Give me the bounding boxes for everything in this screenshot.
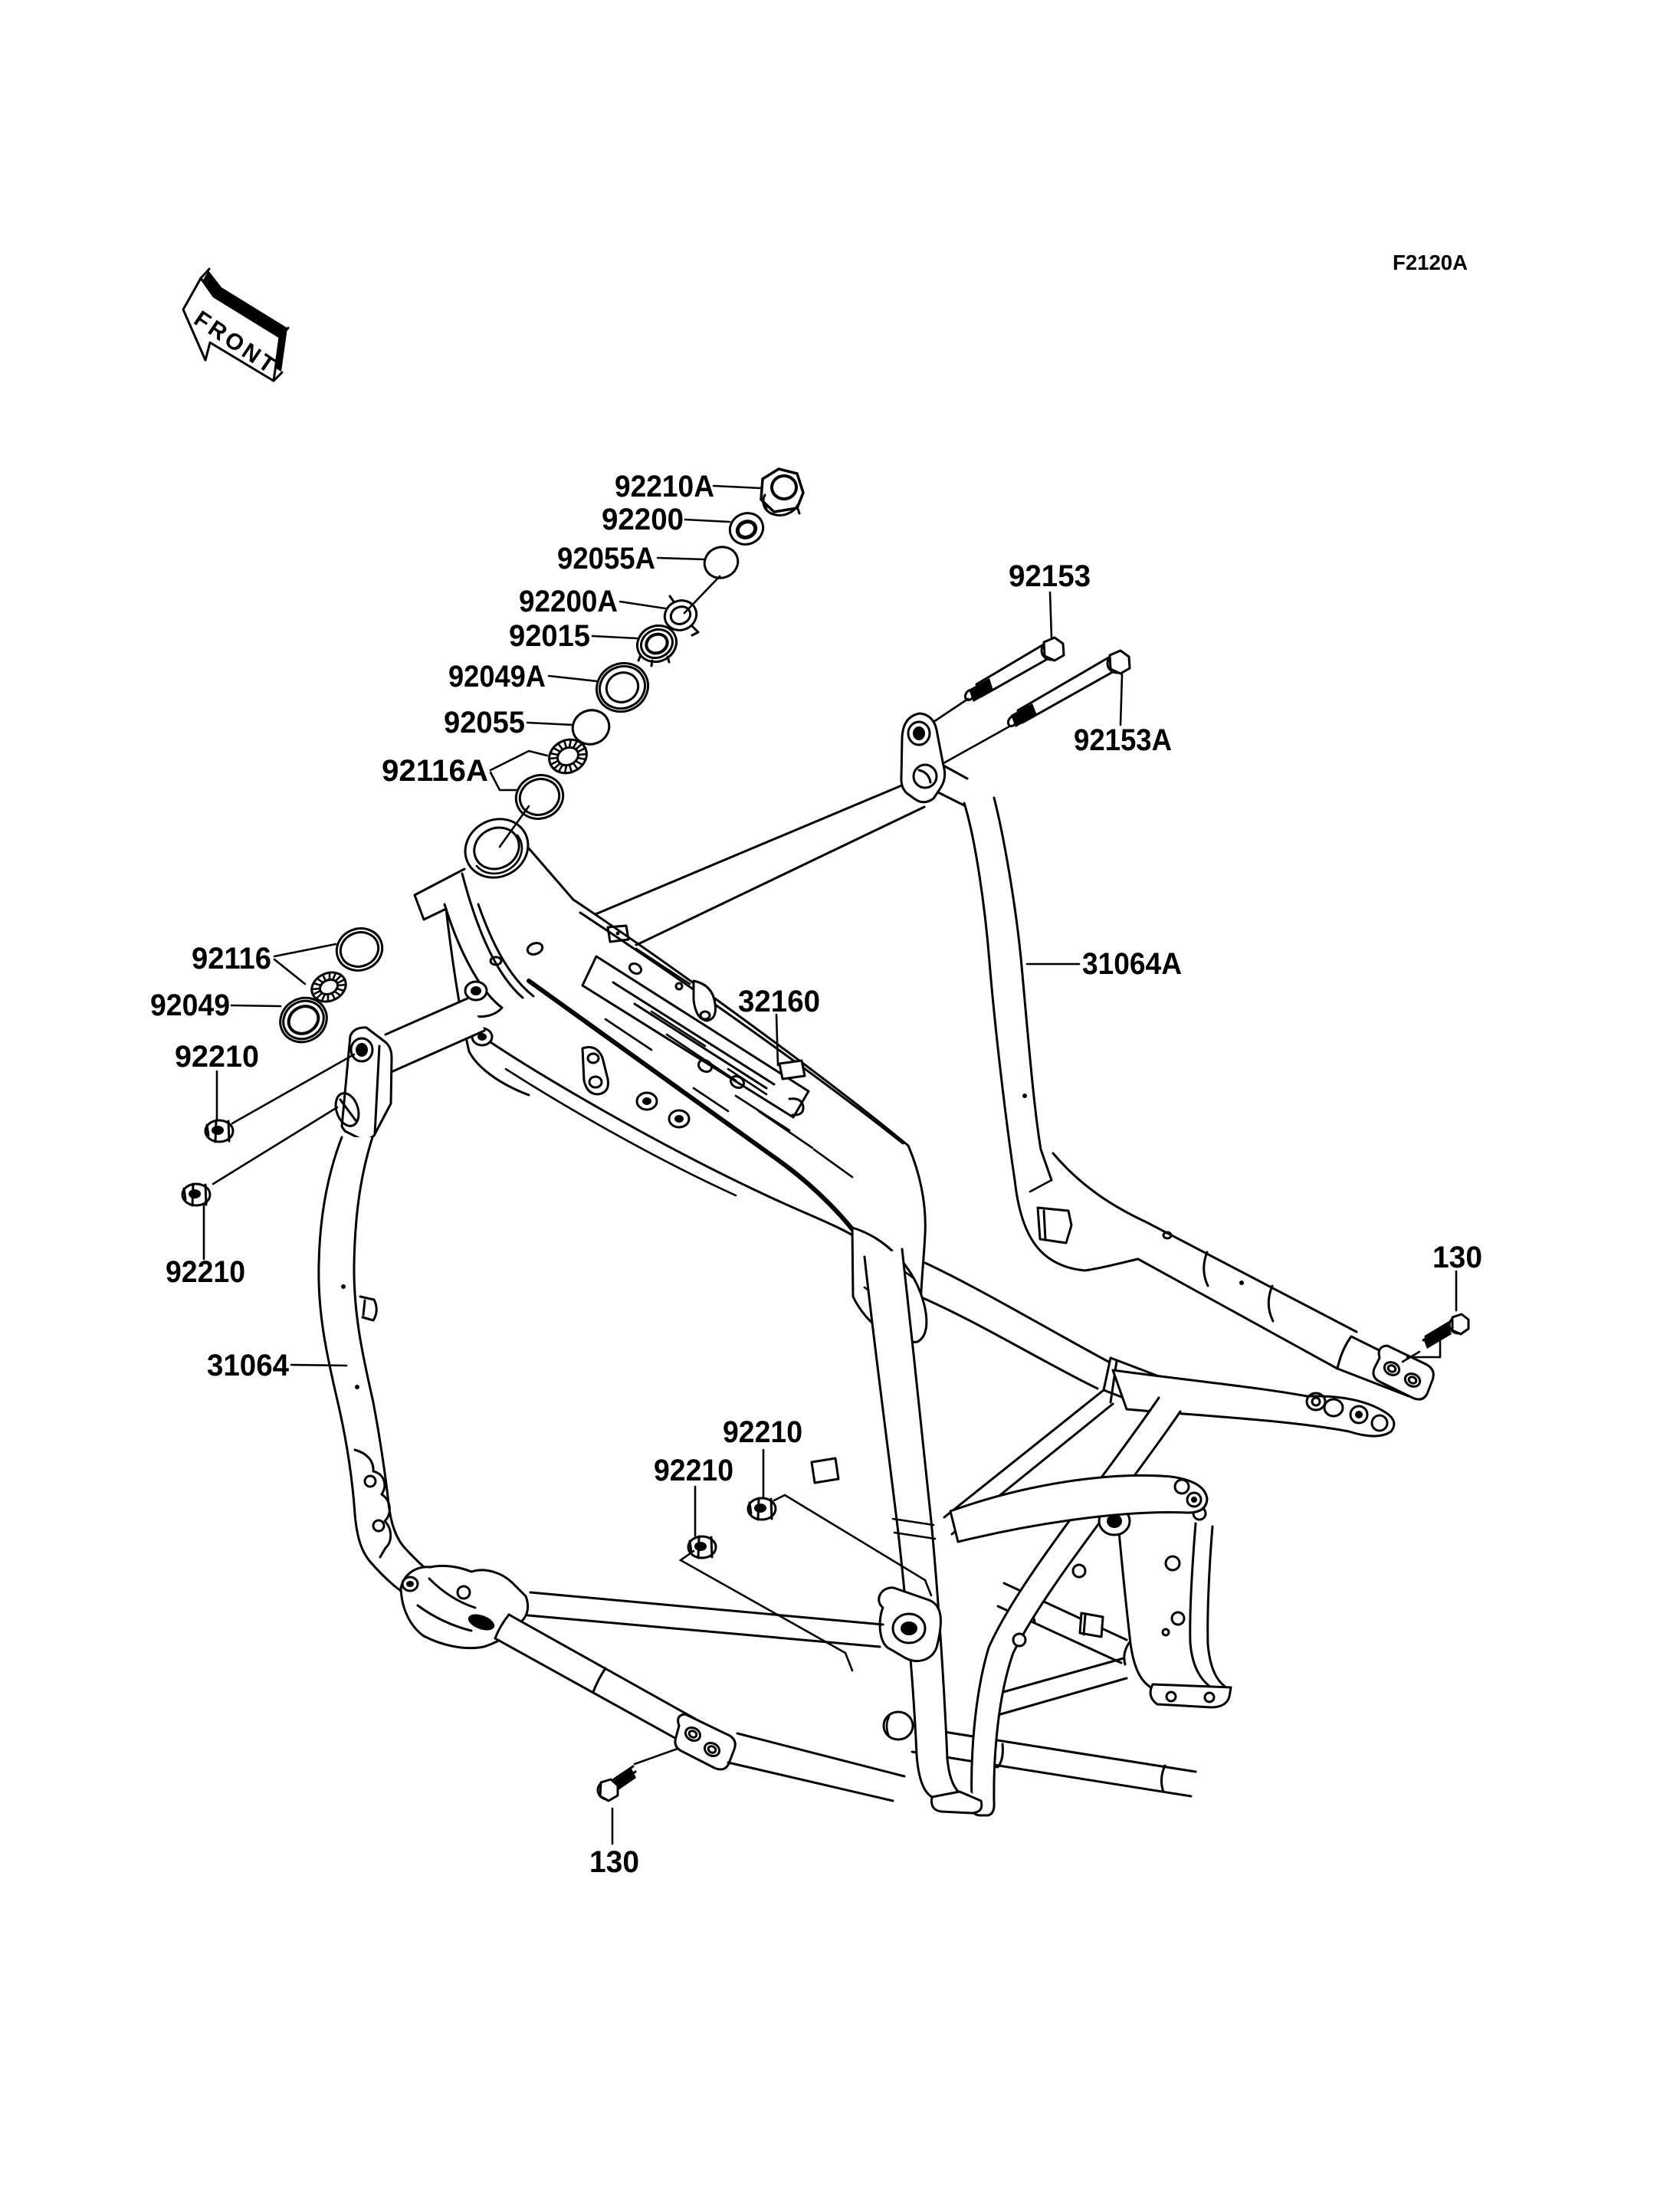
svg-text:92153: 92153: [1009, 559, 1091, 593]
svg-text:92116: 92116: [192, 942, 271, 976]
svg-text:92200: 92200: [602, 503, 684, 536]
svg-text:92153A: 92153A: [1074, 723, 1172, 757]
svg-text:F2120A: F2120A: [1393, 251, 1468, 274]
svg-text:92210A: 92210A: [615, 470, 714, 503]
svg-text:92049: 92049: [150, 989, 230, 1022]
svg-text:92200A: 92200A: [519, 585, 618, 618]
svg-text:31064: 31064: [207, 1349, 290, 1382]
svg-text:92116A: 92116A: [382, 754, 488, 788]
svg-text:92210: 92210: [175, 1040, 259, 1074]
svg-text:92055A: 92055A: [557, 542, 655, 575]
svg-text:92210: 92210: [166, 1255, 245, 1289]
svg-text:130: 130: [1432, 1241, 1482, 1274]
svg-text:130: 130: [589, 1845, 639, 1879]
svg-text:92210: 92210: [723, 1415, 802, 1449]
svg-text:92210: 92210: [654, 1454, 733, 1487]
svg-text:92015: 92015: [509, 619, 590, 653]
svg-text:92049A: 92049A: [448, 660, 546, 694]
svg-text:92055: 92055: [444, 706, 525, 739]
svg-text:31064A: 31064A: [1082, 947, 1182, 981]
svg-text:32160: 32160: [738, 985, 820, 1018]
